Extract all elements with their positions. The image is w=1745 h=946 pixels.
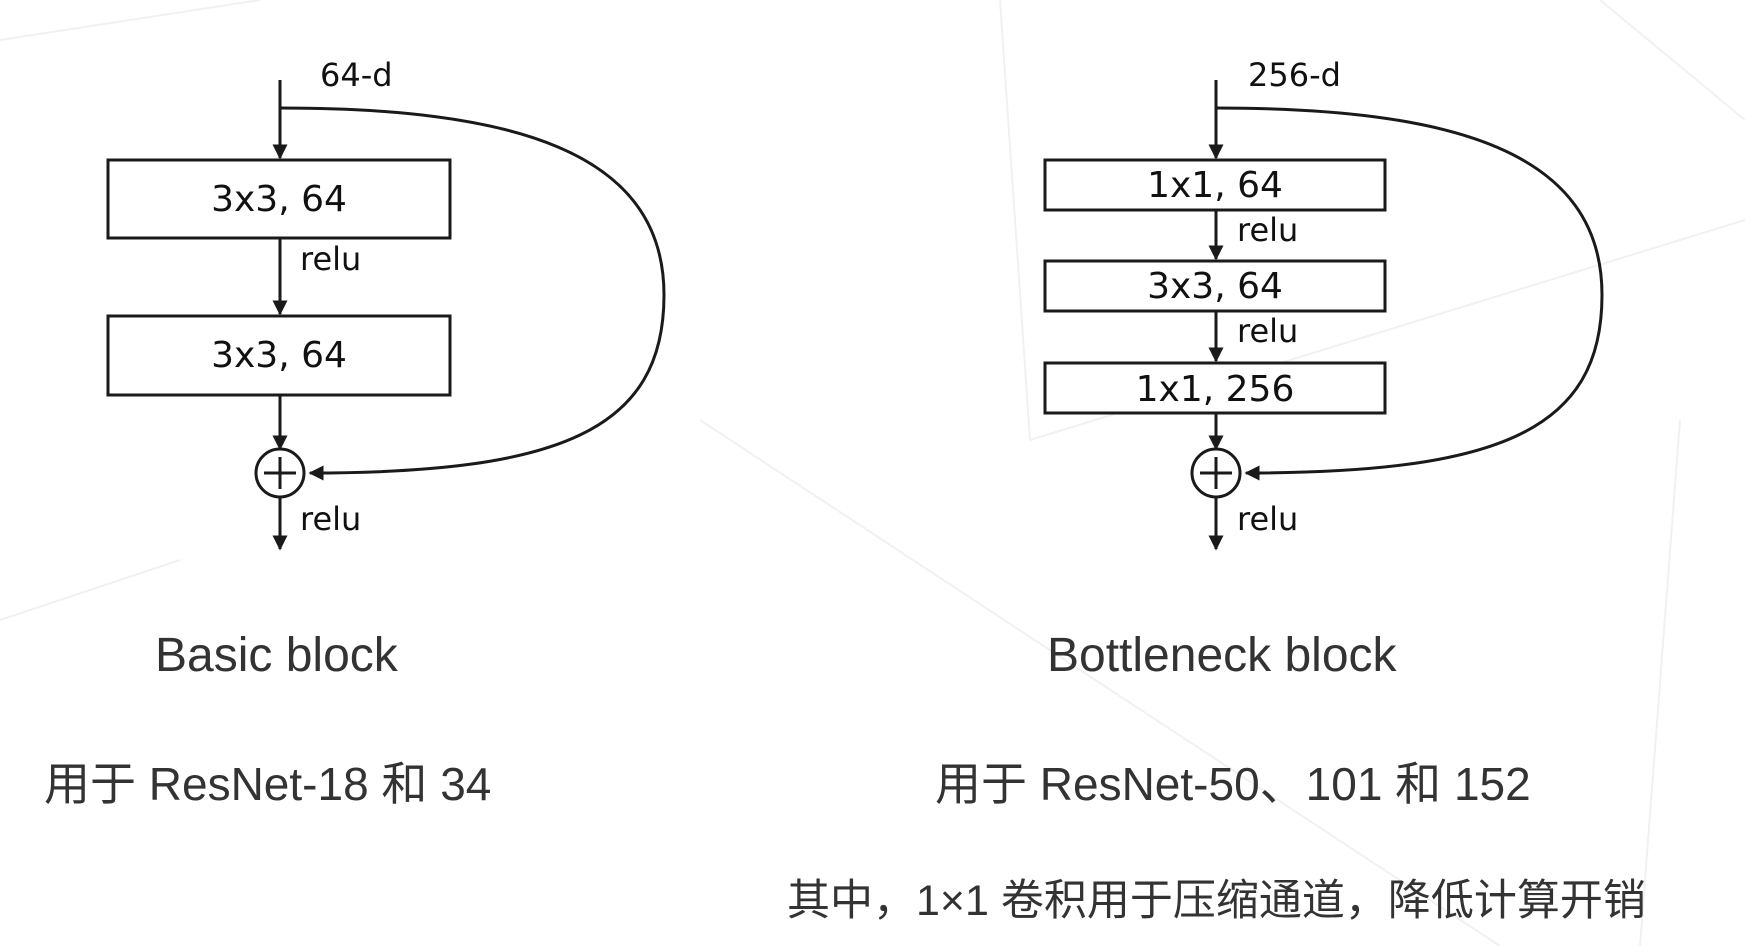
bottleneck-block-diagram: 256-d 1x1, 64 relu 3x3, 64 relu 1x1, 256… xyxy=(1043,56,1604,551)
bottleneck-layer-2-label: 3x3, 64 xyxy=(1147,266,1283,307)
bottleneck-layer-1-label: 1x1, 64 xyxy=(1147,165,1283,206)
basic-block-title: Basic block xyxy=(155,629,398,682)
bottleneck-layer-3-box xyxy=(1043,361,1387,415)
basic-layer-1-box xyxy=(106,158,452,240)
bottleneck-add-node-icon xyxy=(1190,447,1242,499)
basic-block-diagram: 64-d 3x3, 64 relu 3x3, 64 relu xyxy=(106,56,666,551)
basic-layer-1-label: 3x3, 64 xyxy=(211,179,347,220)
bottleneck-relu-label-1: relu xyxy=(1237,211,1298,249)
footnote-text: 其中，1×1 卷积用于压缩通道，降低计算开销 xyxy=(787,877,1646,925)
bottleneck-relu-label-3: relu xyxy=(1237,500,1298,538)
basic-input-dim-label: 64-d xyxy=(320,56,393,94)
basic-relu-label-2: relu xyxy=(300,500,361,538)
bottleneck-block-title: Bottleneck block xyxy=(1047,629,1397,682)
bottleneck-relu-label-2: relu xyxy=(1237,312,1298,350)
basic-layer-2-label: 3x3, 64 xyxy=(211,335,347,376)
basic-skip-connection xyxy=(279,106,666,481)
basic-block-usage: 用于 ResNet-18 和 34 xyxy=(44,758,492,810)
basic-add-node-icon xyxy=(254,447,306,499)
bottleneck-layer-3-label: 1x1, 256 xyxy=(1136,369,1295,410)
bottleneck-skip-connection xyxy=(1215,106,1604,481)
basic-layer-2-box xyxy=(106,314,452,397)
bottleneck-block-usage: 用于 ResNet-50、101 和 152 xyxy=(935,758,1531,810)
bottleneck-layer-1-box xyxy=(1043,158,1387,212)
basic-relu-label-1: relu xyxy=(300,240,361,278)
bottleneck-input-dim-label: 256-d xyxy=(1248,56,1341,94)
